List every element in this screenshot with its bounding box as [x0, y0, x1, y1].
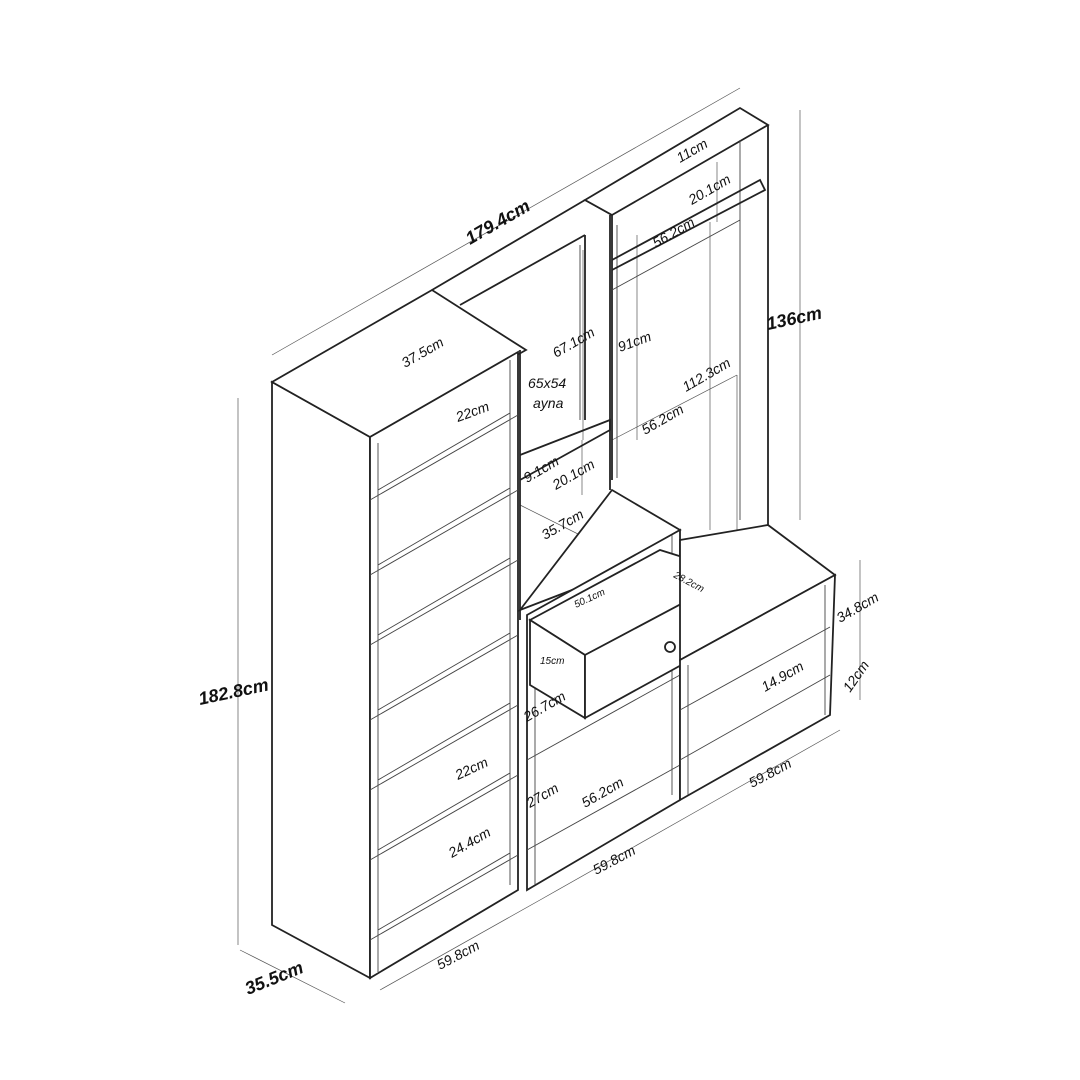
label-open-height: 112.3cm	[680, 354, 734, 394]
label-depth: 35.5cm	[242, 957, 306, 998]
label-bench-height: 34.8cm	[834, 589, 882, 626]
label-left-shelf-top: 22cm	[453, 398, 492, 425]
left-bookcase	[270, 288, 528, 980]
label-total-width: 179.4cm	[462, 196, 534, 249]
label-drawer-height: 15cm	[540, 656, 564, 667]
label-mirror-height: 67.1cm	[550, 324, 598, 361]
drawer-knob	[664, 641, 676, 653]
label-drawer-depth: 28.2cm	[671, 569, 706, 595]
label-rail-height: 91cm	[616, 328, 654, 355]
label-total-height: 182.8cm	[197, 675, 271, 709]
label-right-shelf-width: 56.2cm	[650, 214, 698, 251]
label-bench-shelf-gap: 14.9cm	[759, 658, 807, 695]
label-left-top-depth: 37.5cm	[399, 334, 447, 371]
right-hall-unit	[583, 106, 837, 802]
label-rail-width: 56.2cm	[639, 401, 687, 438]
label-bench-base: 12cm	[839, 657, 872, 694]
label-bench-width: 59.8cm	[746, 755, 794, 791]
label-left-shelf-bottom: 24.4cm	[445, 824, 494, 861]
label-mirror-size: 65x54	[528, 375, 566, 391]
label-left-shelf-lower: 22cm	[452, 754, 491, 784]
label-right-shelf-gap: 20.1cm	[685, 171, 734, 208]
label-middle-lower-gap: 27cm	[523, 779, 562, 811]
label-desk-depth: 35.7cm	[539, 506, 587, 543]
label-right-unit-height: 136cm	[765, 303, 824, 334]
label-left-width: 59.8cm	[434, 937, 482, 973]
label-top-gap: 11cm	[674, 135, 711, 166]
label-drawer-width: 50.1cm	[573, 587, 607, 611]
desk-and-drawer	[517, 488, 746, 892]
label-middle-inner-width: 56.2cm	[579, 774, 627, 811]
label-mirror: ayna	[533, 395, 564, 411]
label-middle-upper-gap: 26.7cm	[520, 688, 569, 725]
label-middle-width: 59.8cm	[590, 842, 638, 878]
